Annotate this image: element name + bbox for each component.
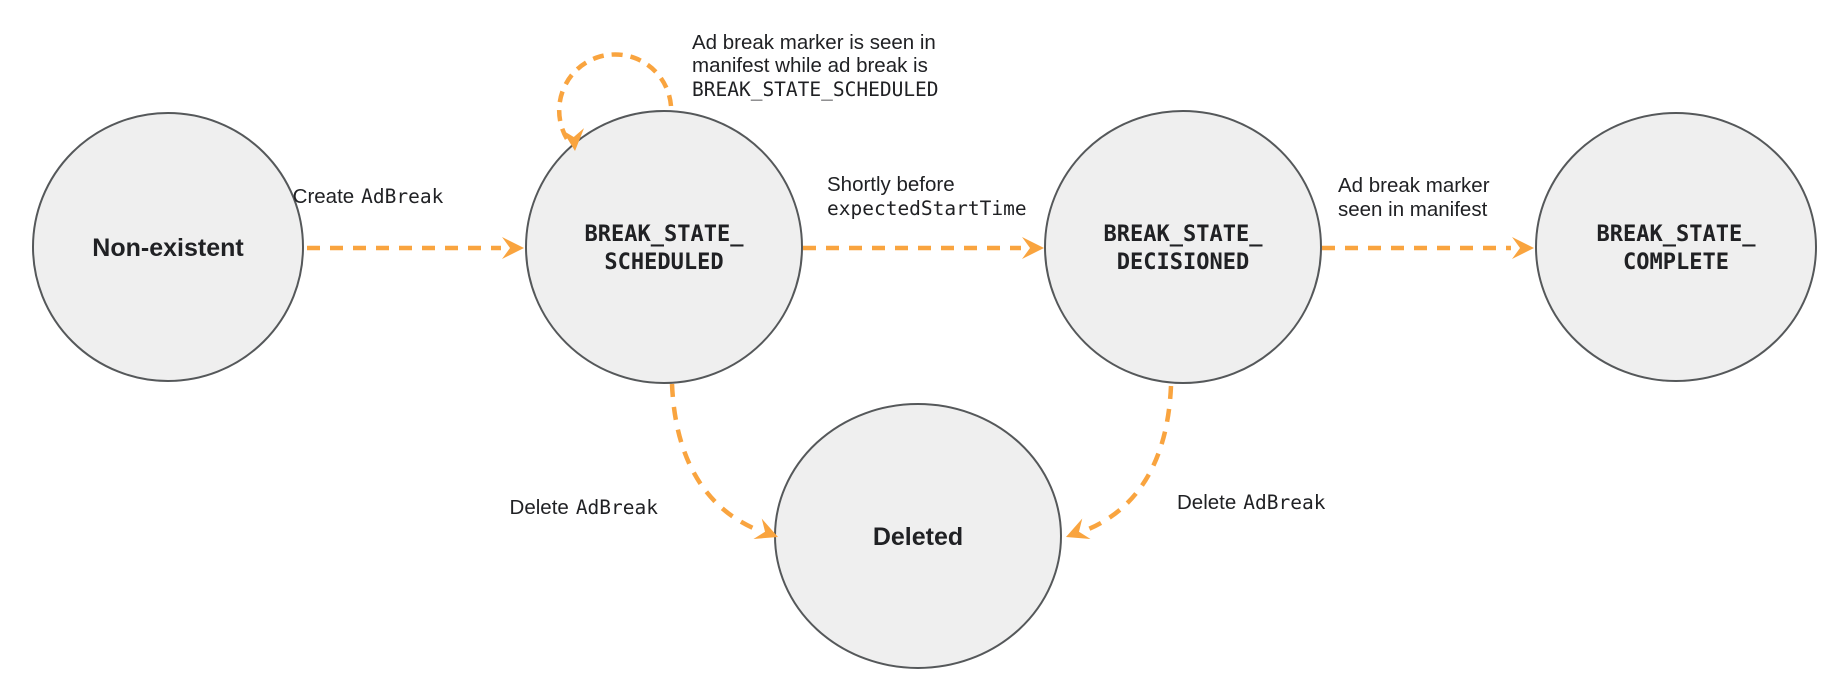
state-decisioned-label-line2: DECISIONED [1117,250,1249,275]
transition-create-label-code: AdBreak [361,185,443,208]
transition-self-loop-arrow [556,52,674,141]
state-scheduled-label-line1: BREAK_STATE_ [585,222,745,247]
transition-delete-scheduled-label: Delete AdBreak [510,496,659,519]
transition-complete-label-line2: seen in manifest [1338,198,1488,221]
transition-self-loop-label-line2: manifest while ad break is [692,54,928,77]
state-decisioned-circle [1044,110,1322,384]
transition-decisioned-arrowhead [1022,237,1044,259]
transition-create-label-plain: Create [293,185,355,208]
state-complete-label-line1: BREAK_STATE_ [1597,222,1757,247]
state-non-existent-label: Non-existent [92,234,244,262]
state-scheduled-label-line2: SCHEDULED [604,250,723,275]
transition-decisioned-label-code: expectedStartTime [827,197,1027,220]
transition-delete-decisioned-label-plain: Delete [1177,491,1236,514]
transition-self-loop-arrowhead [562,128,585,151]
state-scheduled-circle [525,110,803,384]
transition-create-arrowhead [502,237,524,259]
transition-decisioned-label-plain: Shortly before [827,173,955,196]
transition-self-loop-label-code: BREAK_STATE_SCHEDULED [692,78,939,101]
transition-delete-scheduled-arrowhead [753,518,778,539]
state-deleted-label: Deleted [873,523,963,551]
state-decisioned-label-line1: BREAK_STATE_ [1104,222,1264,247]
transition-complete-arrowhead [1512,237,1534,259]
transition-self-loop-label-line1: Ad break marker is seen in [692,31,936,54]
state-non-existent-circle [32,112,304,382]
state-complete-circle [1535,112,1817,382]
transition-delete-scheduled-label-plain: Delete [510,496,569,519]
transition-delete-decisioned-arrow [1083,385,1174,534]
transition-delete-decisioned-label: Delete AdBreak [1177,491,1326,514]
state-complete-label-line2: COMPLETE [1623,250,1729,275]
transition-delete-scheduled-label-code: AdBreak [576,496,658,519]
transition-complete-label-line1: Ad break marker [1338,174,1490,197]
transition-delete-scheduled-arrow [669,383,761,534]
transition-delete-decisioned-label-code: AdBreak [1243,491,1325,514]
transition-create-label: Create AdBreak [293,185,444,208]
transition-delete-decisioned-arrowhead [1066,518,1091,539]
